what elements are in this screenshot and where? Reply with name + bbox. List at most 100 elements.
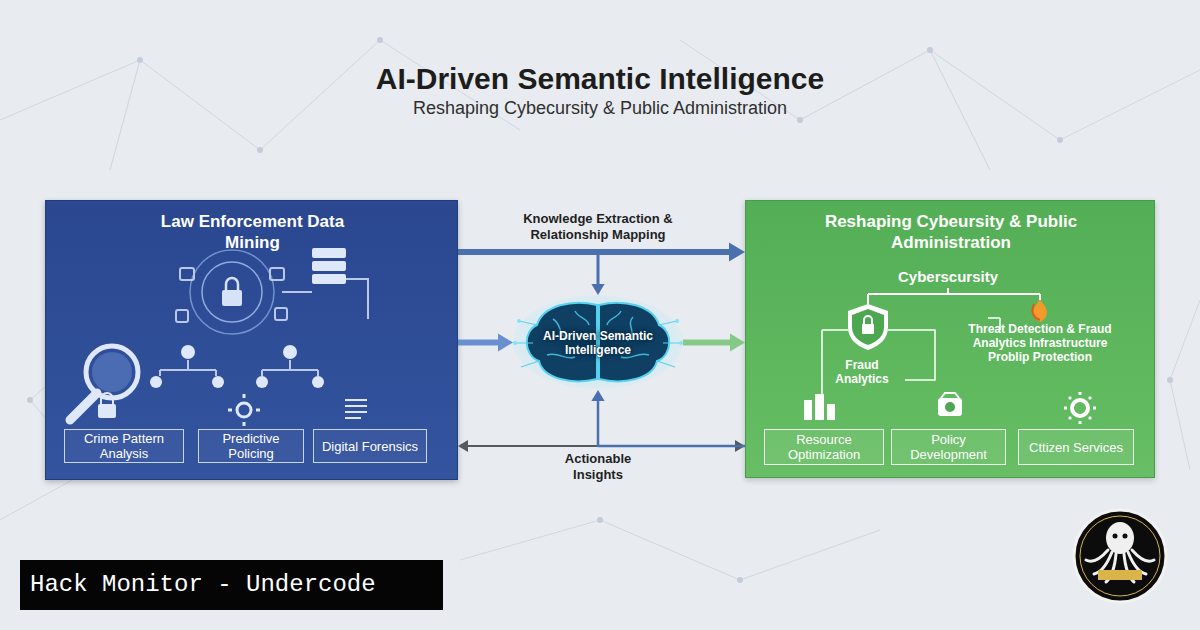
left-panel-icons: [160, 360, 216, 376]
connector-arrow: [591, 390, 745, 446]
network-dots: [27, 397, 33, 403]
left-panel-icons: [270, 268, 284, 280]
connector-arrow: [458, 440, 745, 452]
left-panel-icons: [346, 279, 368, 319]
left-panel-icons: [275, 308, 287, 320]
left-panel-icons: [312, 248, 346, 258]
connector-arrow: [458, 252, 605, 295]
circuit-dot: [679, 341, 683, 345]
left-panel-icons: [180, 268, 194, 280]
undercode-logo: [1113, 534, 1118, 539]
network-lines: [110, 60, 140, 170]
process-box: Predictive Policing: [198, 429, 304, 463]
network-dots: [927, 47, 933, 53]
left-panel-icons: [101, 393, 113, 404]
diagram-title: AI-Driven Semantic Intelligence: [200, 62, 1000, 96]
arrow-head: [735, 440, 745, 452]
left-panel-icons: [181, 345, 195, 359]
right-panel-icons: [864, 316, 872, 324]
network-dots: [737, 577, 743, 583]
right-panel-icons: [804, 400, 812, 420]
connector-arrow: [683, 334, 745, 352]
left-panel-icons: [283, 345, 297, 359]
circuit-dot: [675, 319, 679, 323]
undercode-logo: [1074, 510, 1166, 602]
left-panel-icons: [212, 376, 224, 388]
right-panel-icons: [815, 394, 824, 420]
network-lines: [0, 40, 1200, 580]
undercode-logo: [1080, 516, 1160, 596]
network-dots: [137, 57, 143, 63]
network-dots: [257, 147, 263, 153]
right-panel-icons: [822, 330, 935, 395]
left-panel-icons: [176, 310, 188, 322]
right-panel-icons: [1072, 400, 1088, 416]
undercode-logo: [1074, 510, 1166, 602]
box-label: Resource Optimization: [768, 432, 880, 462]
left-panel-icons: [202, 262, 262, 322]
right-panel-icons: [804, 288, 1096, 424]
left-panel-icons: [237, 403, 251, 417]
left-panel-icons: [228, 394, 260, 426]
arrow-head: [591, 390, 604, 401]
undercode-logo: [1106, 522, 1134, 554]
connector-label: Actionable Insights: [543, 451, 653, 483]
right-panel-icons: [852, 309, 884, 345]
left-panel-icons: [256, 376, 268, 388]
brain-glow: [513, 295, 683, 389]
panel-heading: Law Enforcement Data Mining: [143, 211, 363, 253]
process-box: Digital Forensics: [313, 429, 427, 463]
left-panel-icons: [86, 346, 138, 398]
diagram-subtitle: Reshaping Cybecursity & Public Administr…: [200, 97, 1000, 119]
network-dots: [377, 37, 383, 43]
left-panel-icons: [98, 404, 116, 418]
panel-heading: Reshaping Cybeursity & Public Administra…: [806, 211, 1096, 253]
network-lines: [680, 40, 1200, 140]
connector-line: [598, 399, 745, 446]
watermark-label: Hack Monitor - Undercode: [20, 560, 443, 610]
right-panel-icons: [941, 393, 959, 398]
right-panel-icons: [1033, 300, 1047, 322]
connector-line: [683, 340, 733, 346]
process-box: Cttizen Services: [1018, 429, 1134, 465]
left-panel-icons: [150, 376, 162, 388]
process-box: Policy Development: [891, 429, 1006, 465]
network-dots: [797, 117, 803, 123]
brain-label: AI-Driven Semantic Intelligence: [533, 329, 663, 357]
panel-box: Law Enforcement Data MiningCrime Pattern…: [45, 200, 458, 480]
left-panel-icons: [345, 400, 367, 418]
arrow-head: [498, 334, 513, 352]
left-panel-icons: [70, 248, 368, 426]
panel-box: Reshaping Cybeursity & Public Administra…: [745, 200, 1155, 478]
left-panel-icons: [70, 393, 97, 420]
left-panel-icons: [312, 274, 346, 284]
network-lines: [0, 40, 520, 150]
network-lines: [460, 520, 880, 580]
network-lines: [1170, 300, 1200, 470]
box-label: Digital Forensics: [322, 439, 418, 454]
connector-line: [466, 445, 737, 447]
box-label: Predictive Policing: [202, 431, 300, 461]
left-panel-icons: [226, 278, 238, 290]
undercode-logo: [1098, 570, 1142, 580]
right-panel-icons: [1064, 392, 1096, 424]
network-dots: [597, 517, 603, 523]
process-box: Crime Pattern Analysis: [64, 429, 184, 463]
right-panel-icons: [862, 324, 874, 334]
connector-line: [458, 252, 598, 286]
box-label: Crime Pattern Analysis: [68, 431, 180, 461]
connector-arrow: [458, 242, 745, 261]
left-panel-icons: [92, 352, 132, 392]
right-panel-icons: [1032, 304, 1040, 320]
undercode-logo: [1123, 534, 1128, 539]
arrow-head: [729, 242, 745, 261]
brain-node: AI-Driven Semantic Intelligence: [513, 295, 683, 390]
box-label: Policy Development: [895, 432, 1002, 462]
circuit-dot: [513, 341, 517, 345]
circuit-trace: [515, 321, 681, 367]
left-panel-icons: [312, 376, 324, 388]
right-panel-icons: [938, 398, 962, 416]
connector-line: [458, 340, 501, 346]
